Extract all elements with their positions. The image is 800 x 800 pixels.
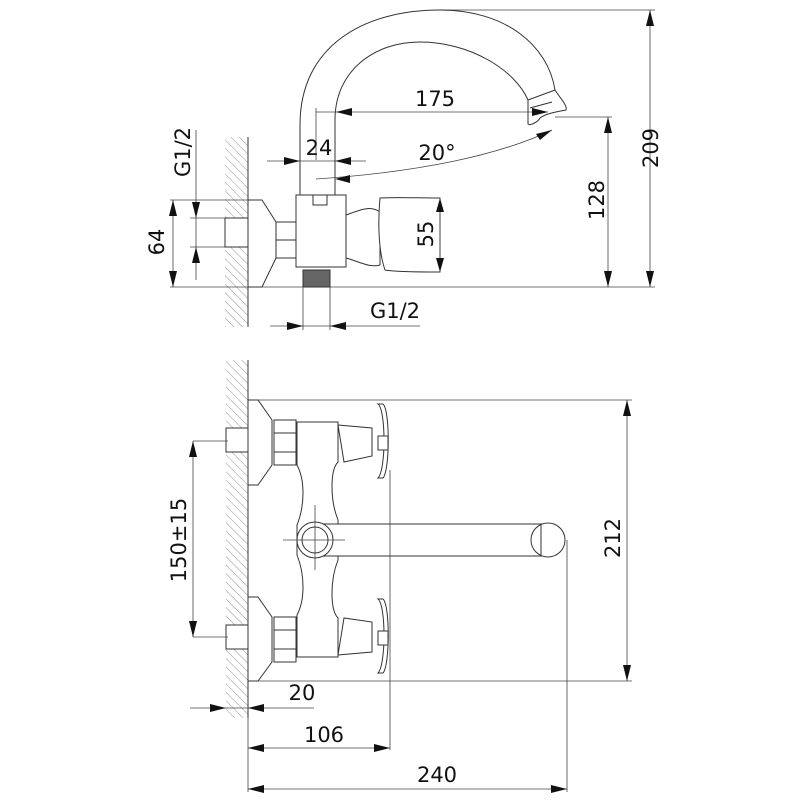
dim-outlet-thread: G1/2: [270, 287, 420, 330]
dim-flange-diameter: 64: [145, 200, 177, 287]
dim-inlet-spacing: 150±15: [167, 440, 228, 638]
dim-handle-height: 55: [414, 198, 444, 272]
spout: [299, 9, 567, 195]
dim-label-175: 175: [415, 87, 455, 111]
dim-spout-reach: 175: [315, 87, 548, 160]
dim-overall-height: 212: [601, 400, 631, 681]
dim-label-20: 20: [289, 681, 316, 705]
dim-label-150-15: 150±15: [167, 498, 191, 582]
dim-label-212: 212: [601, 518, 625, 558]
dim-label-128: 128: [585, 180, 609, 220]
dim-spout-height-total: 209: [639, 10, 663, 287]
dim-handle-depth: 106: [247, 470, 391, 792]
dim-swivel-angle: 20°: [315, 129, 553, 183]
dim-outlet-height: 128: [585, 117, 612, 287]
dim-inlet-thread: G1/2: [171, 127, 200, 280]
dim-label-106: 106: [304, 723, 344, 747]
faucet-body-side: [224, 194, 441, 288]
dim-label-24: 24: [306, 136, 333, 160]
dim-label-g12-bottom: G1/2: [370, 299, 420, 323]
faucet-body-front: [225, 399, 566, 682]
dim-label-240: 240: [417, 763, 457, 787]
dim-overall-reach: 240: [248, 540, 568, 793]
front-view: 212 150±15 20 106: [167, 360, 632, 793]
dim-spout-diameter: 24: [267, 136, 366, 165]
dim-label-55: 55: [414, 221, 438, 248]
dim-label-20-degrees: 20°: [418, 141, 455, 165]
wall-hatch-bottom: [226, 360, 249, 718]
dim-label-64: 64: [145, 229, 169, 256]
side-view: 209 128 175 24 20°: [145, 9, 663, 330]
dim-label-g12-left: G1/2: [171, 127, 195, 177]
dim-label-209: 209: [639, 128, 663, 168]
dim-wall-offset: 20: [190, 681, 315, 712]
